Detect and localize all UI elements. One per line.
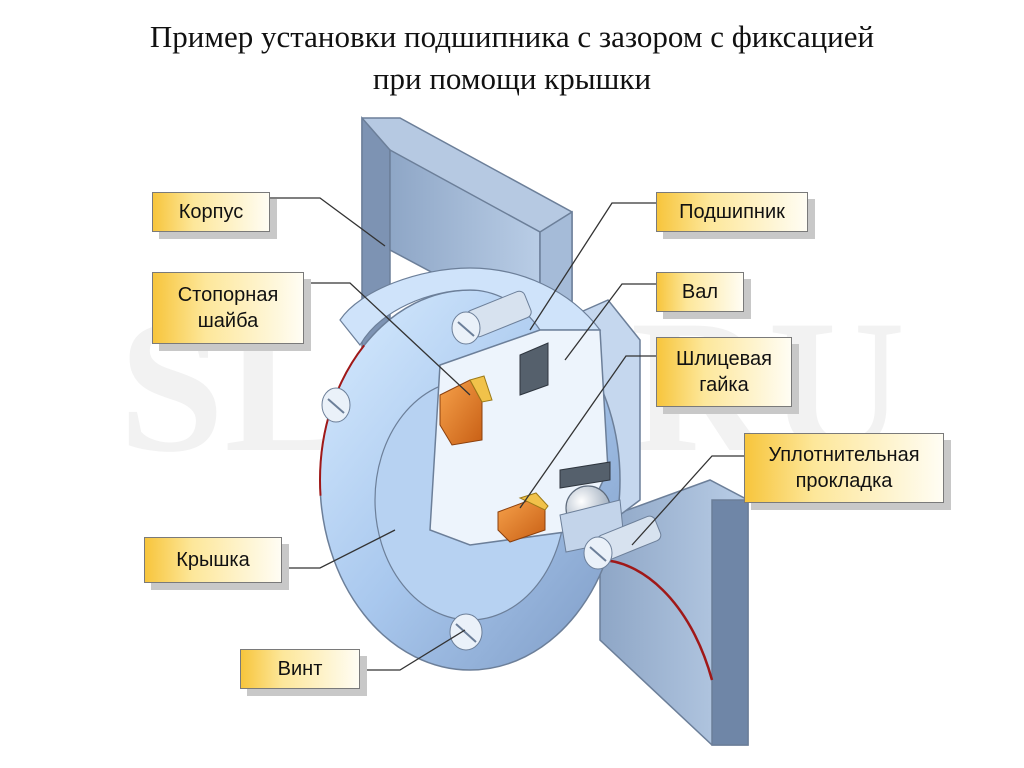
page-title: Пример установки подшипника с зазором с …	[0, 16, 1024, 100]
lock-washer-and-nut-upper	[439, 375, 493, 446]
title-line-2: при помощи крышки	[372, 61, 652, 96]
leader-podshipnik	[529, 202, 656, 331]
leader-vint	[360, 629, 466, 671]
label-kryshka: Крышка	[144, 537, 282, 583]
screw-upper	[451, 290, 532, 345]
screw-bottom	[449, 613, 483, 651]
label-shlitsevaya-gaika: Шлицевая гайка	[656, 337, 792, 407]
screw-left	[321, 387, 351, 423]
leader-val	[564, 283, 656, 361]
screw-right	[583, 515, 662, 570]
leader-uplotnitelnaya-prokladka	[631, 455, 745, 546]
label-korpus: Корпус	[152, 192, 270, 232]
label-podshipnik: Подшипник	[656, 192, 808, 232]
label-uplotnitelnaya-prokladka: Уплотнительная прокладка	[744, 433, 944, 503]
label-stopornaya-shaiba: Стопорная шайба	[152, 272, 304, 344]
leader-stopornaya-shaiba	[304, 282, 471, 396]
label-val: Вал	[656, 272, 744, 312]
leader-korpus	[270, 197, 386, 247]
leader-kryshka	[282, 529, 396, 569]
leader-shlitsevaya-gaika	[519, 355, 656, 509]
title-line-1: Пример установки подшипника с зазором с …	[149, 19, 875, 54]
label-vint: Винт	[240, 649, 360, 689]
leader-lines	[270, 197, 745, 671]
